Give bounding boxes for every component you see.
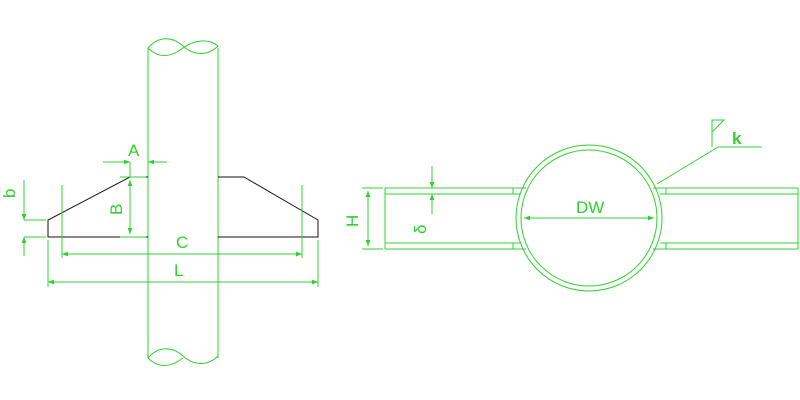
dimension-delta: δ: [411, 166, 435, 234]
dimension-L: L: [48, 261, 318, 285]
channel-right: [653, 187, 799, 250]
label-b: b: [0, 189, 19, 198]
label-DW: DW: [576, 198, 604, 217]
dimension-B: B: [107, 180, 133, 234]
label-k: k: [732, 129, 742, 148]
weld-symbol: k: [656, 119, 762, 185]
label-C: C: [176, 233, 188, 252]
extension-lines: [24, 162, 319, 287]
pipe-section: [515, 144, 663, 292]
label-delta: δ: [411, 225, 430, 234]
label-B: B: [107, 204, 126, 215]
dimension-C: C: [62, 233, 302, 257]
side-view: A B b C L: [0, 38, 319, 366]
label-L: L: [174, 261, 183, 280]
label-H: H: [343, 215, 362, 227]
dimension-H: H: [343, 187, 383, 250]
label-A: A: [128, 141, 140, 160]
dimension-b: b: [0, 180, 27, 256]
dimension-A: A: [103, 141, 167, 165]
support-plate-outline: [47, 176, 319, 238]
top-view: H δ DW k: [343, 119, 799, 292]
dimension-DW: DW: [524, 198, 654, 221]
channel-left: [384, 187, 526, 250]
vertical-pipe: [147, 38, 219, 366]
